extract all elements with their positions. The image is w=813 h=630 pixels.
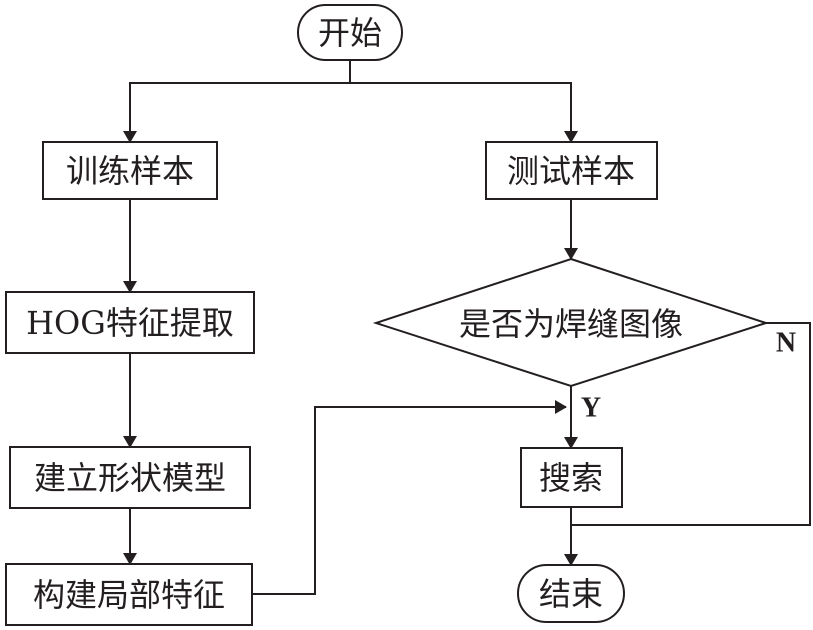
test-samples-label: 测试样本 xyxy=(507,152,635,190)
build-shape-model-label: 建立形状模型 xyxy=(34,459,226,497)
edge-start-to-test xyxy=(350,82,578,143)
train-samples-box xyxy=(42,141,218,200)
search-box xyxy=(520,447,623,508)
hog-extraction-label: HOG特征提取 xyxy=(26,304,234,342)
train-samples-label: 训练样本 xyxy=(66,152,194,190)
node-search: 搜索 xyxy=(520,447,623,508)
no-branch-label: N xyxy=(776,328,796,359)
node-test-samples: 测试样本 xyxy=(485,141,658,200)
edge-start-to-train xyxy=(123,82,350,143)
node-build-shape-model: 建立形状模型 xyxy=(9,446,251,509)
start-terminal-shape xyxy=(297,4,403,61)
edge-decision-no-to-end xyxy=(571,322,811,526)
start-label: 开始 xyxy=(318,14,382,52)
weld-check-diamond xyxy=(372,257,770,388)
end-label: 结束 xyxy=(539,575,603,613)
node-build-local-features: 构建局部特征 xyxy=(5,563,253,626)
end-terminal-shape xyxy=(517,564,625,623)
search-label: 搜索 xyxy=(539,459,603,497)
build-local-features-box xyxy=(5,563,253,626)
edge-local-features-to-search xyxy=(252,400,567,595)
connectors xyxy=(123,60,811,595)
test-samples-box xyxy=(485,141,658,200)
node-start: 开始 xyxy=(297,4,403,61)
node-weld-check: 是否为焊缝图像 xyxy=(372,257,770,388)
node-hog-extraction: HOG特征提取 xyxy=(5,291,255,354)
build-local-features-label: 构建局部特征 xyxy=(33,576,225,614)
node-train-samples: 训练样本 xyxy=(42,141,218,200)
yes-branch-label: Y xyxy=(581,393,601,424)
node-end: 结束 xyxy=(517,564,625,623)
build-shape-model-box xyxy=(9,446,251,509)
hog-extraction-box xyxy=(5,291,255,354)
weld-check-label: 是否为焊缝图像 xyxy=(459,305,683,343)
